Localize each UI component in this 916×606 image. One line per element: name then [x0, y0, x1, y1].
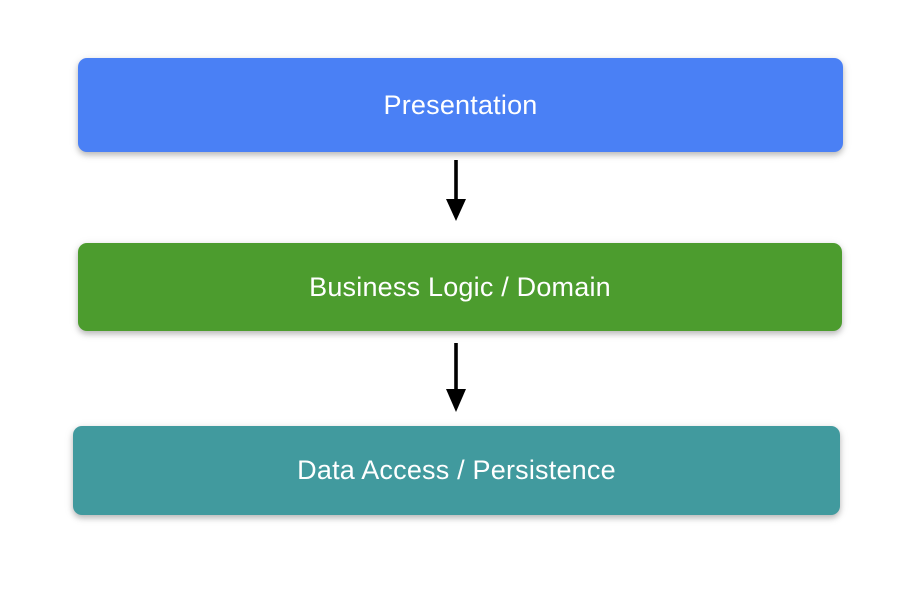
layer-box-data-access[interactable]: Data Access / Persistence: [73, 426, 840, 515]
layer-label-business-logic: Business Logic / Domain: [309, 271, 611, 302]
layer-box-business-logic[interactable]: Business Logic / Domain: [78, 243, 842, 331]
layer-label-presentation: Presentation: [383, 89, 538, 120]
layer-box-presentation[interactable]: Presentation: [78, 58, 843, 152]
arrow-presentation-to-business: [440, 160, 472, 222]
layer-label-data-access: Data Access / Persistence: [297, 455, 616, 485]
arrow-business-to-data: [440, 343, 472, 413]
